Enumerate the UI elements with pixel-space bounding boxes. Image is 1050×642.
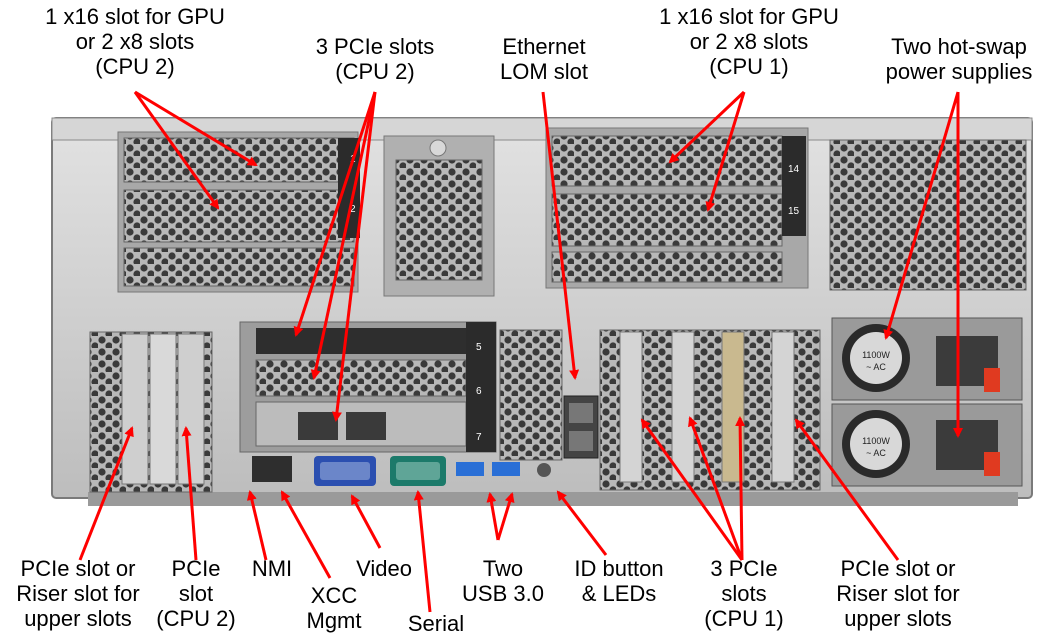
center-vent	[383, 135, 495, 297]
mid-vent	[499, 329, 563, 461]
label-pcie3-cpu1: 3 PCIe slots (CPU 1)	[704, 556, 784, 631]
psu-rating-bottom: 1100W	[862, 436, 890, 446]
pcie-slots-cpu1	[599, 329, 821, 491]
label-usb: Two USB 3.0	[462, 556, 544, 606]
power-supply-bottom	[831, 403, 1023, 487]
callout-arrows	[78, 90, 963, 613]
slot-number-5: 5	[476, 342, 482, 353]
power-supply-top	[831, 317, 1023, 401]
label-gpu-cpu2: 1 x16 slot for GPU or 2 x8 slots (CPU 2)	[45, 4, 225, 79]
label-pcie-riser-right: PCIe slot or Riser slot for upper slots	[836, 556, 960, 631]
io-ports	[252, 456, 551, 486]
psu-ac-top: ~ AC	[866, 362, 886, 372]
psu-ratings: 1100W ~ AC 1100W ~ AC	[862, 350, 890, 458]
psu-ac-bottom: ~ AC	[866, 448, 886, 458]
slot-number-14: 14	[788, 164, 800, 175]
label-pcie-cpu2: PCIe slot (CPU 2)	[156, 556, 236, 631]
label-nmi: NMI	[251, 556, 293, 581]
label-pcie3-cpu2: 3 PCIe slots (CPU 2)	[315, 34, 435, 84]
riser-left	[89, 331, 213, 493]
ethernet-lom-ports	[563, 395, 599, 459]
slot-number-2: 2	[350, 204, 356, 215]
label-video: Video	[356, 556, 412, 581]
label-psu: Two hot-swap power supplies	[885, 34, 1033, 84]
label-ethernet-lom: Ethernet LOM slot	[499, 34, 589, 84]
gpu-bay-cpu2	[117, 131, 360, 293]
label-serial: Serial	[407, 611, 465, 636]
label-gpu-cpu1: 1 x16 slot for GPU or 2 x8 slots (CPU 1)	[659, 4, 839, 79]
label-id-button: ID button & LEDs	[574, 556, 664, 606]
psu-rating-top: 1100W	[862, 350, 890, 360]
slot-number-6: 6	[476, 386, 482, 397]
slot-number-7: 7	[476, 432, 482, 443]
pcie-riser-cpu2	[239, 321, 497, 453]
label-xcc: XCC Mgmt	[306, 583, 362, 633]
label-pcie-riser-left: PCIe slot or Riser slot for upper slots	[16, 556, 140, 631]
gpu-bay-cpu1	[545, 127, 809, 289]
slot-number-15: 15	[788, 206, 800, 217]
psu-vent	[829, 139, 1027, 291]
